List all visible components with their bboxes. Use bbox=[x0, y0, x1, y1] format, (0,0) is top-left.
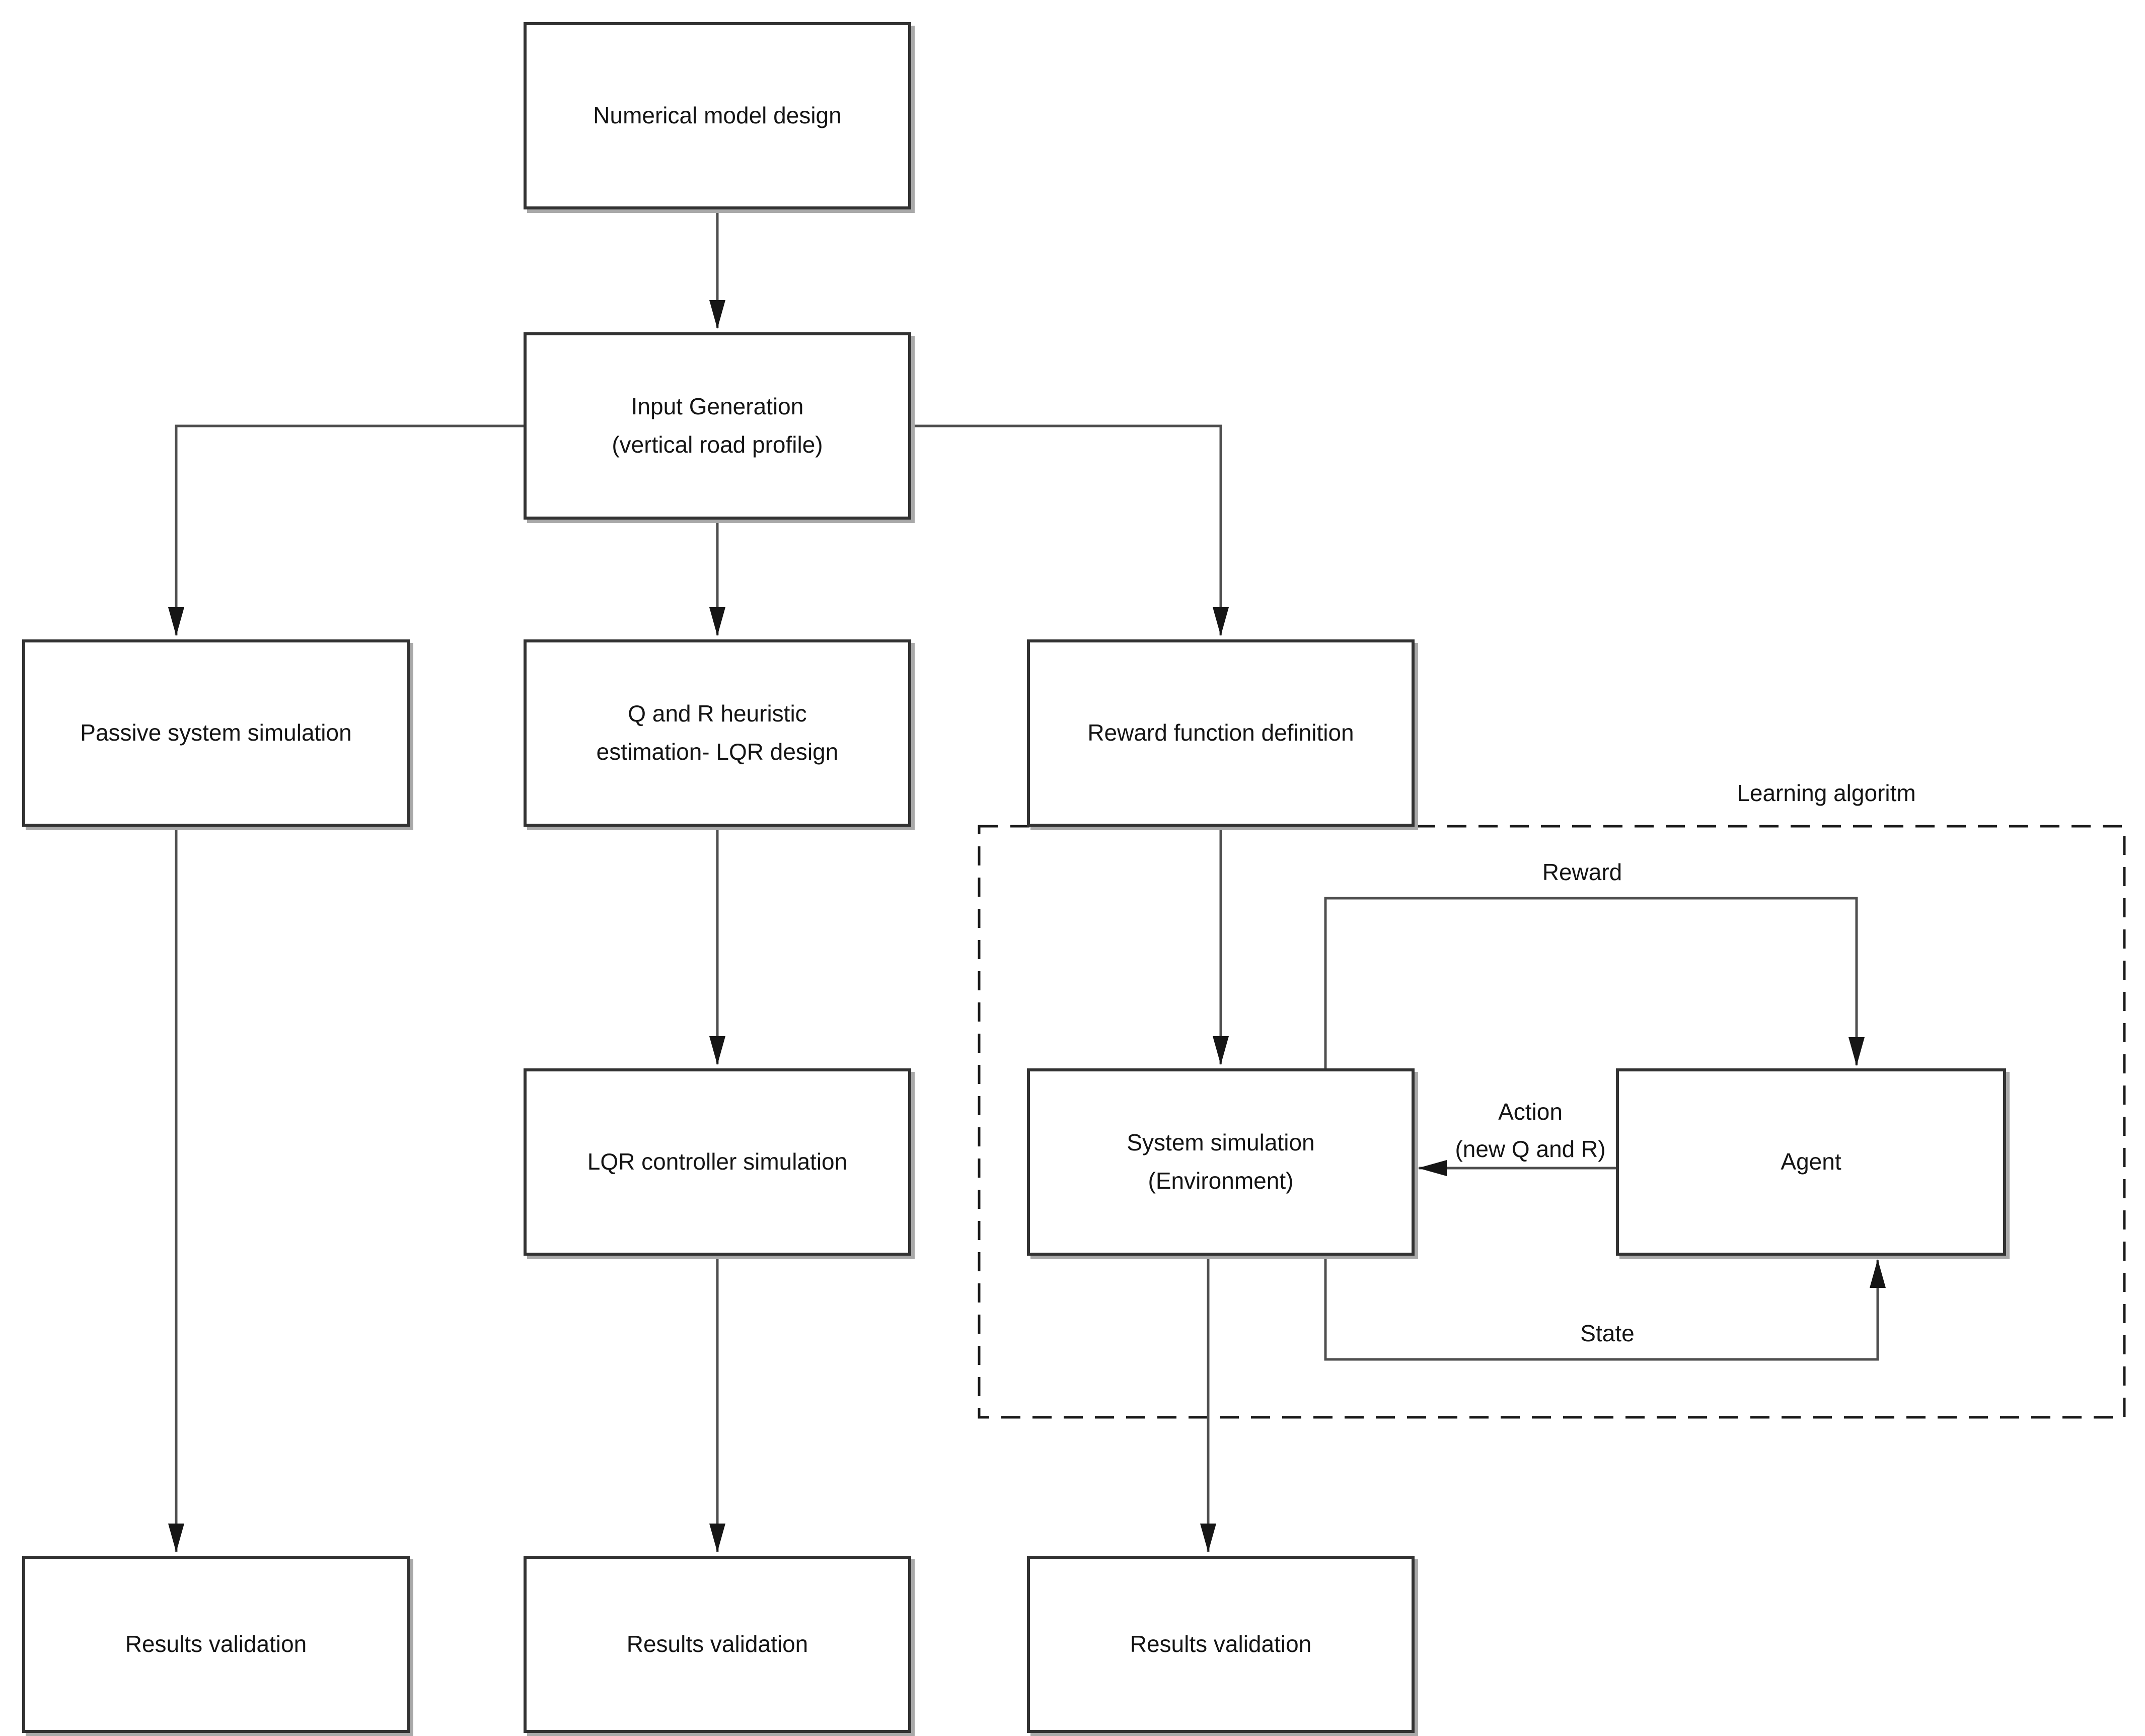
node-results-validation-left: Results validation bbox=[22, 1556, 410, 1733]
node-label-line: (Environment) bbox=[1148, 1168, 1294, 1194]
node-q-r-heuristic-estimation: Q and R heuristic estimation- LQR design bbox=[524, 639, 911, 827]
node-label-line: (vertical road profile) bbox=[612, 431, 823, 458]
action-edge-label: Action (new Q and R) bbox=[1389, 1094, 1671, 1168]
node-label: Numerical model design bbox=[593, 97, 841, 135]
node-label-line: Passive system simulation bbox=[80, 719, 352, 746]
node-label-line: Results validation bbox=[626, 1631, 808, 1657]
learning-algorithm-label: Learning algoritm bbox=[1737, 780, 1916, 806]
node-numerical-model-design: Numerical model design bbox=[524, 22, 911, 209]
node-lqr-controller-simulation: LQR controller simulation bbox=[524, 1068, 911, 1256]
node-results-validation-right: Results validation bbox=[1027, 1556, 1415, 1733]
node-label-line: Numerical model design bbox=[593, 102, 842, 129]
learning-algorithm-region bbox=[978, 825, 2126, 1419]
node-label-line: Results validation bbox=[125, 1631, 307, 1657]
edge-input-to-passive bbox=[168, 424, 524, 636]
edge-input-to-reward-def bbox=[911, 424, 1229, 636]
node-label-line: System simulation bbox=[1127, 1129, 1315, 1156]
node-results-validation-middle: Results validation bbox=[524, 1556, 911, 1733]
action-label-line: (new Q and R) bbox=[1455, 1135, 1606, 1162]
node-label: Input Generation (vertical road profile) bbox=[612, 388, 823, 464]
reward-edge-label: Reward bbox=[1542, 859, 1622, 885]
node-passive-system-simulation: Passive system simulation bbox=[22, 639, 410, 827]
node-label-line: Results validation bbox=[1130, 1631, 1312, 1657]
node-label-line: Q and R heuristic bbox=[628, 700, 807, 727]
node-label: Q and R heuristic estimation- LQR design bbox=[597, 695, 839, 771]
node-input-generation: Input Generation (vertical road profile) bbox=[524, 332, 911, 520]
state-edge-label: State bbox=[1580, 1320, 1635, 1346]
node-label-line: LQR controller simulation bbox=[587, 1148, 848, 1175]
action-label-line: Action bbox=[1498, 1099, 1563, 1125]
node-label-line: Reward function definition bbox=[1087, 719, 1354, 746]
node-label: Results validation bbox=[125, 1625, 307, 1663]
node-label-line: Input Generation bbox=[631, 393, 804, 420]
node-reward-function-definition: Reward function definition bbox=[1027, 639, 1415, 827]
node-label: System simulation (Environment) bbox=[1127, 1124, 1314, 1200]
edge-reward-loop bbox=[1324, 897, 1865, 1068]
node-label: LQR controller simulation bbox=[587, 1143, 847, 1181]
node-label: Reward function definition bbox=[1087, 714, 1354, 752]
node-agent: Agent bbox=[1616, 1068, 2006, 1256]
edge-state-loop bbox=[1324, 1256, 1886, 1361]
node-label: Passive system simulation bbox=[80, 714, 351, 752]
node-system-simulation-environment: System simulation (Environment) bbox=[1027, 1068, 1415, 1256]
node-label: Agent bbox=[1781, 1143, 1841, 1181]
node-label-line: estimation- LQR design bbox=[596, 739, 839, 765]
node-label: Results validation bbox=[627, 1625, 808, 1663]
node-label-line: Agent bbox=[1781, 1148, 1841, 1175]
node-label: Results validation bbox=[1130, 1625, 1312, 1663]
